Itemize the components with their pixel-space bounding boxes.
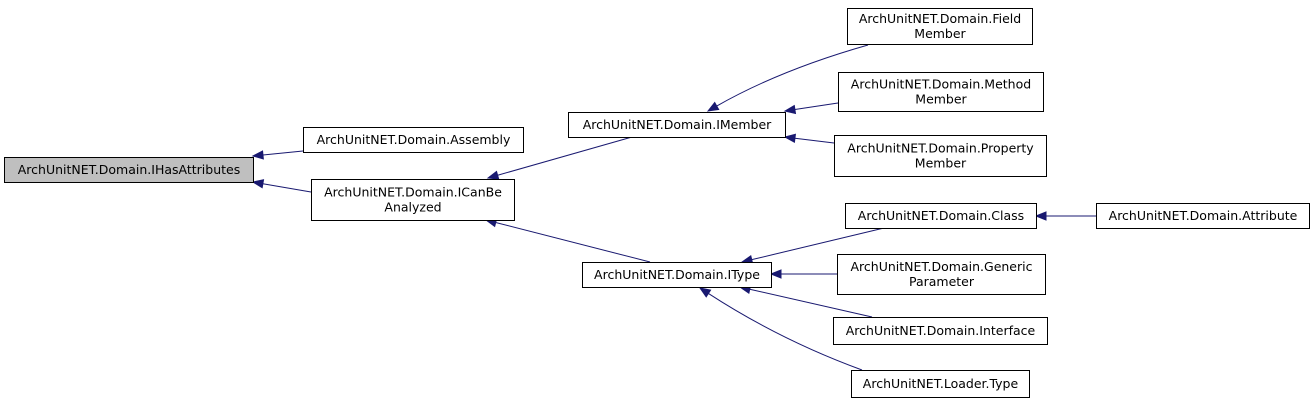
edge-icanbeanalyzed-to-ihasattributes <box>251 179 312 193</box>
edge-line <box>751 227 885 261</box>
edge-propertymember-to-imember <box>783 133 835 144</box>
node-label-line: ArchUnitNET.Domain.IMember <box>583 117 772 132</box>
node-label-line: ArchUnitNET.Domain.IHasAttributes <box>18 162 240 177</box>
edge-line <box>708 293 863 371</box>
node-label-line: Analyzed <box>384 200 441 215</box>
edge-line <box>262 150 304 156</box>
arrowhead-icon <box>486 170 500 180</box>
node-label-line: ArchUnitNET.Domain.Method <box>851 77 1031 92</box>
node-box <box>311 179 515 221</box>
node-label-line: ArchUnitNET.Loader.Type <box>863 376 1019 391</box>
node-box <box>838 72 1044 112</box>
node-box <box>851 370 1030 398</box>
node-itype[interactable]: ArchUnitNET.Domain.IType <box>582 262 772 288</box>
node-assembly[interactable]: ArchUnitNET.Domain.Assembly <box>303 127 524 153</box>
edge-line <box>794 102 839 111</box>
node-label-line: ArchUnitNET.Domain.Property <box>847 141 1034 156</box>
node-label-line: ArchUnitNET.Domain.Interface <box>846 323 1036 338</box>
edge-line <box>497 136 633 176</box>
edge-line <box>749 288 873 318</box>
node-label-line: Member <box>915 92 967 107</box>
node-label-line: ArchUnitNET.Domain.Attribute <box>1109 208 1298 223</box>
edge-methodmember-to-imember <box>783 102 839 115</box>
node-attribute[interactable]: ArchUnitNET.Domain.Attribute <box>1096 203 1310 229</box>
edge-itype-to-icanbeanalyzed <box>484 218 651 263</box>
node-interface[interactable]: ArchUnitNET.Domain.Interface <box>833 317 1048 345</box>
node-box <box>568 112 786 138</box>
node-label-line: Parameter <box>909 274 975 289</box>
node-label-line: ArchUnitNET.Domain.Field <box>859 11 1021 26</box>
node-label-line: ArchUnitNET.Domain.ICanBe <box>324 185 502 200</box>
node-box <box>4 157 254 183</box>
edge-assembly-to-ihasattributes <box>251 150 304 160</box>
node-box <box>845 203 1037 229</box>
node-class[interactable]: ArchUnitNET.Domain.Class <box>845 203 1037 229</box>
node-loadertype[interactable]: ArchUnitNET.Loader.Type <box>851 370 1030 398</box>
node-ihasattributes[interactable]: ArchUnitNET.Domain.IHasAttributes <box>4 157 254 183</box>
node-box <box>847 8 1033 45</box>
edge-imember-to-icanbeanalyzed <box>486 136 633 180</box>
node-label-line: ArchUnitNET.Domain.Assembly <box>317 132 511 147</box>
node-label-line: Member <box>915 156 967 171</box>
edge-fieldmember-to-imember <box>706 44 869 112</box>
arrowhead-icon <box>783 104 797 115</box>
arrowhead-icon <box>783 133 796 143</box>
edge-line <box>716 44 869 107</box>
edge-class-to-itype <box>740 227 885 265</box>
node-label-line: ArchUnitNET.Domain.Class <box>858 208 1024 223</box>
node-box <box>1096 203 1310 229</box>
node-label-line: Member <box>914 26 966 41</box>
node-imember[interactable]: ArchUnitNET.Domain.IMember <box>568 112 786 138</box>
edge-attribute-to-class <box>1034 211 1096 221</box>
edge-loadertype-to-itype <box>698 287 863 371</box>
node-box <box>834 135 1047 177</box>
arrowhead-icon <box>698 287 712 298</box>
arrowhead-icon <box>251 150 264 160</box>
arrowhead-icon <box>251 179 265 189</box>
arrowhead-icon <box>1034 211 1047 221</box>
node-box <box>833 317 1048 345</box>
node-label-line: ArchUnitNET.Domain.IType <box>594 267 760 282</box>
edge-line <box>495 221 651 263</box>
arrowhead-icon <box>769 269 782 279</box>
arrowhead-icon <box>706 101 720 112</box>
edge-line <box>262 183 312 193</box>
edge-line <box>794 137 835 144</box>
nodes-layer: ArchUnitNET.Domain.IHasAttributesArchUni… <box>4 8 1310 398</box>
edge-genericparameter-to-itype <box>769 269 837 279</box>
node-box <box>303 127 524 153</box>
node-box <box>837 254 1046 295</box>
node-box <box>582 262 772 288</box>
node-label-line: ArchUnitNET.Domain.Generic <box>851 259 1033 274</box>
